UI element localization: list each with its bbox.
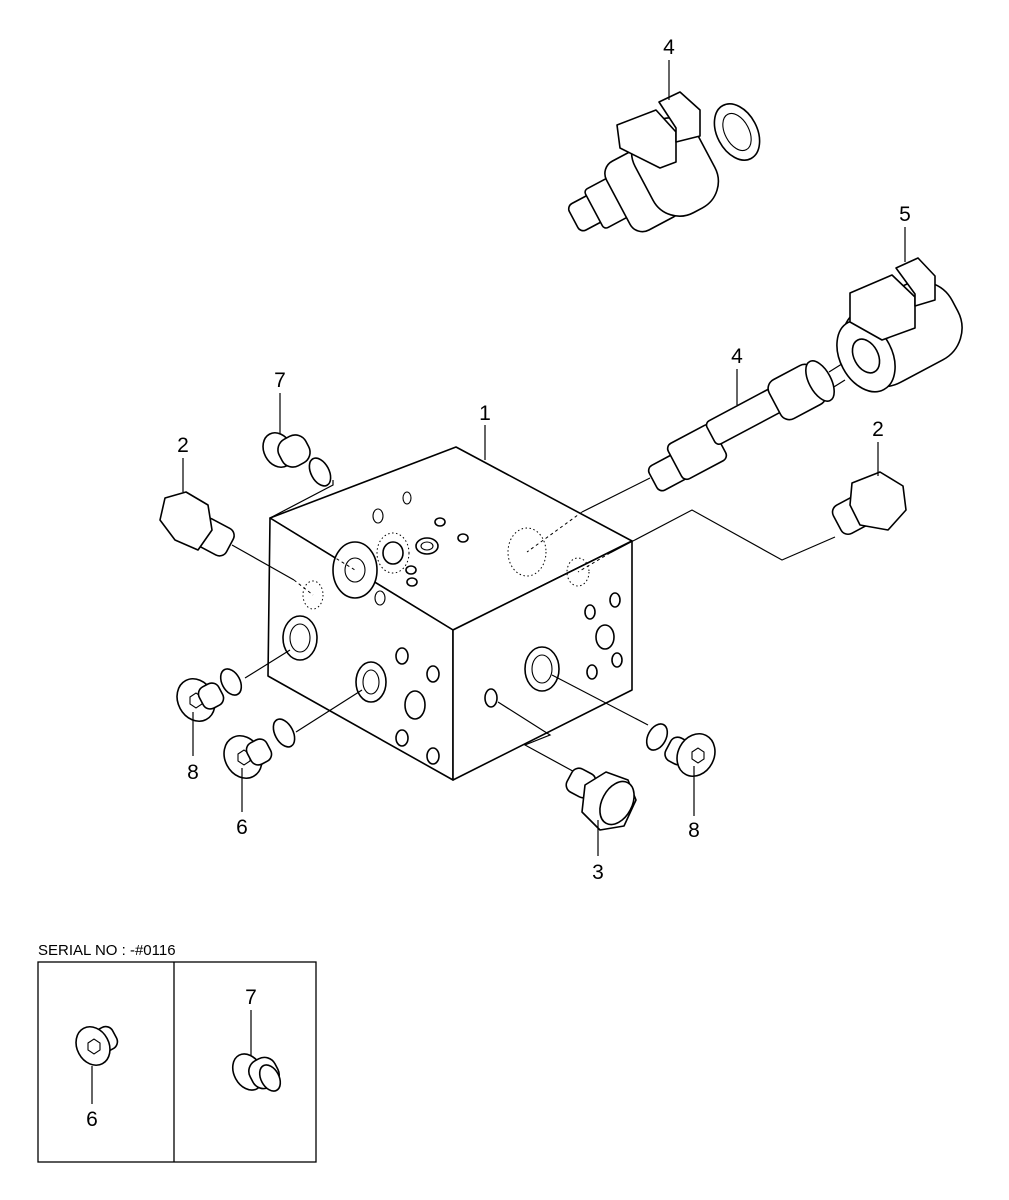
label-4-top: 4 — [663, 36, 675, 59]
label-8-left: 8 — [187, 761, 199, 784]
inset-label-6: 6 — [86, 1108, 98, 1131]
plug-7 — [262, 432, 332, 487]
inset-plug-6 — [75, 1025, 119, 1066]
valve-block — [267, 446, 633, 781]
solenoid-valve-top — [567, 91, 761, 233]
plug-8-right — [645, 723, 716, 777]
serial-inset: SERIAL NO : -#0116 6 7 — [37, 942, 317, 1163]
label-5: 5 — [899, 203, 911, 226]
inset-plug-7 — [231, 1053, 282, 1092]
plug-3 — [565, 767, 637, 831]
label-8-right: 8 — [688, 819, 700, 842]
plug-6 — [223, 718, 296, 779]
label-3: 3 — [592, 861, 604, 884]
solenoid-coil — [836, 257, 963, 393]
label-6: 6 — [236, 816, 248, 839]
inset-frame — [37, 961, 317, 1163]
inset-label-7: 7 — [245, 986, 257, 1009]
plug-8-left — [176, 668, 243, 722]
label-1: 1 — [479, 402, 491, 425]
label-7: 7 — [274, 369, 286, 392]
label-2-right: 2 — [872, 418, 884, 441]
label-4-mid: 4 — [731, 345, 743, 368]
label-2-left: 2 — [177, 434, 189, 457]
part-labels: 1 2 2 7 4 4 5 8 6 8 3 — [177, 36, 911, 884]
leader-lines — [231, 351, 862, 776]
plug-2-left — [159, 491, 235, 557]
serial-number-text: SERIAL NO : -#0116 — [38, 942, 176, 959]
cartridge-valve — [647, 360, 835, 492]
plug-2-right — [831, 471, 907, 536]
